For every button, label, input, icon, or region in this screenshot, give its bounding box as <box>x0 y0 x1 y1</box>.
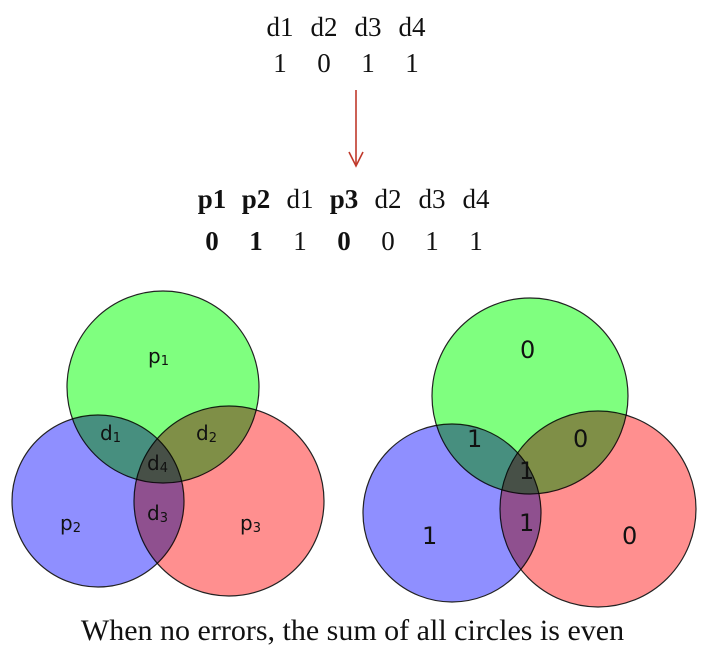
value-right: 0 <box>622 522 637 550</box>
value-top-left: 1 <box>467 425 482 453</box>
label-p3: p3 <box>240 511 261 536</box>
value-d3: 1 <box>361 48 375 78</box>
header-enc-d2: d2 <box>374 184 402 214</box>
header-enc-d3: d3 <box>418 184 446 214</box>
value-p1: 0 <box>205 226 219 256</box>
value-enc-d1: 1 <box>293 226 307 256</box>
label-d3: d3 <box>147 501 168 526</box>
value-p3: 0 <box>337 226 351 256</box>
caption: When no errors, the sum of all circles i… <box>80 614 625 647</box>
value-p2: 1 <box>249 226 263 256</box>
data-bits-header-row: d1 d2 d3 d4 <box>258 12 434 42</box>
circle-p3 <box>133 405 325 597</box>
header-d1: d1 <box>266 12 294 42</box>
encoded-header-row: p1 p2 d1 p3 d2 d3 d4 <box>190 184 498 214</box>
right-venn-diagram: 0 1 0 1 0 1 1 <box>362 297 697 608</box>
value-left: 1 <box>422 522 437 550</box>
header-p3: p3 <box>329 184 359 214</box>
left-venn-diagram: p1 p2 p3 d1 d2 d3 d4 <box>11 290 325 597</box>
value-d1: 1 <box>273 48 287 78</box>
header-p2: p2 <box>241 184 271 214</box>
header-enc-d4: d4 <box>462 184 490 214</box>
value-enc-d4: 1 <box>469 226 483 256</box>
label-d4: d4 <box>147 451 168 476</box>
value-bottom: 1 <box>519 509 534 537</box>
encoded-value-row: 0 1 1 0 0 1 1 <box>190 226 498 256</box>
encode-arrow <box>348 90 364 168</box>
label-d2: d2 <box>196 421 217 446</box>
circle-right <box>499 410 697 608</box>
label-p1: p1 <box>148 344 169 369</box>
value-center: 1 <box>519 457 534 485</box>
header-d2: d2 <box>310 12 338 42</box>
header-d3: d3 <box>354 12 382 42</box>
header-enc-d1: d1 <box>286 184 314 214</box>
data-bits-value-row: 1 0 1 1 <box>258 48 434 78</box>
label-p2: p2 <box>60 511 81 536</box>
value-top: 0 <box>520 336 535 364</box>
header-d4: d4 <box>398 12 426 42</box>
value-top-right: 0 <box>573 425 588 453</box>
value-enc-d3: 1 <box>425 226 439 256</box>
value-enc-d2: 0 <box>381 226 395 256</box>
value-d4: 1 <box>405 48 419 78</box>
value-d2: 0 <box>317 48 331 78</box>
label-d1: d1 <box>100 421 121 446</box>
header-p1: p1 <box>197 184 227 214</box>
